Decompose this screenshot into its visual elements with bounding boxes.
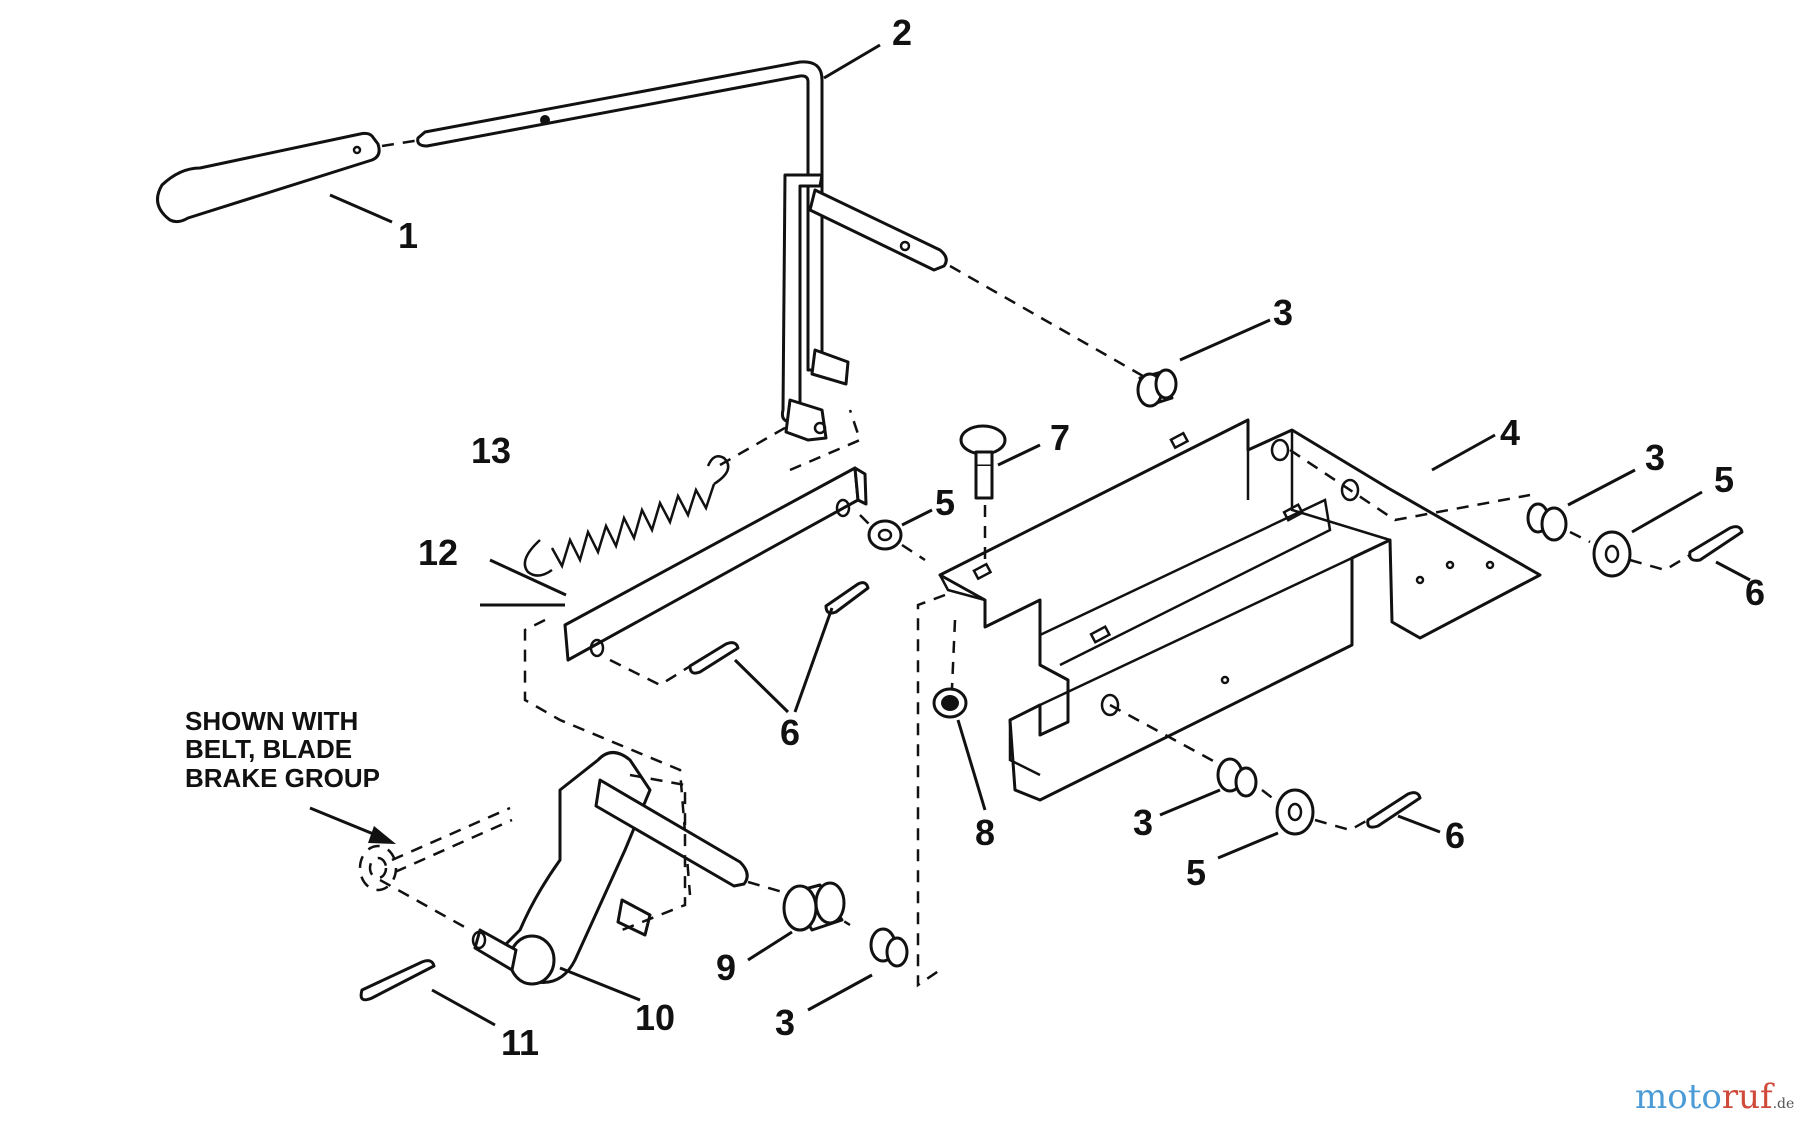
assembly-dash — [621, 773, 687, 932]
spring-part — [523, 455, 730, 577]
cotter-pin-part — [1366, 791, 1422, 829]
watermark-logo: motoruf.de — [1635, 1077, 1794, 1117]
callout-12: 12 — [418, 532, 458, 573]
link-bar-part — [563, 466, 868, 662]
note-arrow — [309, 806, 396, 844]
callout-4: 4 — [1500, 412, 1520, 453]
assembly-dash — [950, 619, 957, 689]
assembly-dash — [379, 878, 471, 932]
callout-9: 9 — [716, 947, 736, 988]
watermark-part-1: moto — [1635, 1077, 1722, 1117]
callout-5: 5 — [1186, 852, 1206, 893]
lever-plate-part — [471, 751, 749, 986]
callout-labels: 1 2 3 13 7 4 3 5 5 12 6 6 8 3 6 5 9 10 3… — [398, 12, 1765, 1063]
assembly-dash — [1261, 789, 1276, 801]
callout-3: 3 — [1645, 437, 1665, 478]
callout-13: 13 — [471, 430, 511, 471]
bushing-part — [1136, 368, 1178, 408]
callout-5: 5 — [1714, 459, 1734, 500]
washer-part — [867, 519, 903, 551]
callout-2: 2 — [892, 12, 912, 53]
assembly-dash — [949, 264, 1151, 382]
cotter-pin-part — [1688, 525, 1744, 562]
assembly-dash — [1569, 530, 1591, 544]
assembly-dash — [1289, 448, 1531, 522]
assembly-dash — [1314, 818, 1369, 832]
bushing-part — [1216, 757, 1258, 798]
spacer-part — [782, 881, 846, 932]
callout-6: 6 — [1745, 572, 1765, 613]
note-line-3: BRAKE GROUP — [185, 763, 380, 793]
note-line-1: SHOWN WITH — [185, 706, 358, 736]
group-note: SHOWN WITH BELT, BLADE BRAKE GROUP — [185, 706, 380, 793]
assembly-dash — [1629, 553, 1691, 572]
assembly-dash — [609, 658, 701, 687]
locknut-part — [932, 687, 968, 719]
assembly-dash — [859, 514, 871, 526]
callout-10: 10 — [635, 997, 675, 1038]
callout-5: 5 — [935, 482, 955, 523]
assembly-dash — [916, 593, 946, 988]
callout-6: 6 — [780, 712, 800, 753]
assembly-dash — [719, 423, 791, 467]
belt-brake-group-phantom — [358, 806, 513, 892]
callout-1: 1 — [398, 215, 418, 256]
watermark-part-2: ruf — [1722, 1077, 1775, 1117]
carriage-bolt-part — [959, 424, 1007, 500]
handle-rod-part — [416, 60, 948, 442]
watermark-part-3: .de — [1773, 1096, 1795, 1112]
bushing-part — [869, 927, 909, 968]
washer-part — [1592, 530, 1632, 578]
svg-text:motoruf.de: motoruf.de — [1635, 1077, 1794, 1117]
callout-6: 6 — [1445, 815, 1465, 856]
callout-7: 7 — [1050, 417, 1070, 458]
handle-grip-part — [156, 131, 381, 224]
callout-3: 3 — [775, 1002, 795, 1043]
assembly-dash — [523, 618, 692, 896]
washer-part — [1275, 788, 1315, 836]
leader-lines — [329, 43, 1751, 1027]
cotter-pin-part — [688, 581, 870, 675]
cotter-pin-part — [359, 959, 436, 1002]
note-line-2: BELT, BLADE — [185, 734, 352, 764]
assembly-dash — [381, 138, 421, 148]
assembly-dash — [901, 543, 926, 562]
assembly-dash — [789, 409, 862, 472]
callout-11: 11 — [501, 1022, 539, 1063]
bracket-part — [938, 418, 1542, 802]
callout-3: 3 — [1273, 292, 1293, 333]
bushing-part — [1526, 502, 1568, 542]
callout-8: 8 — [975, 812, 995, 853]
callout-3: 3 — [1133, 802, 1153, 843]
